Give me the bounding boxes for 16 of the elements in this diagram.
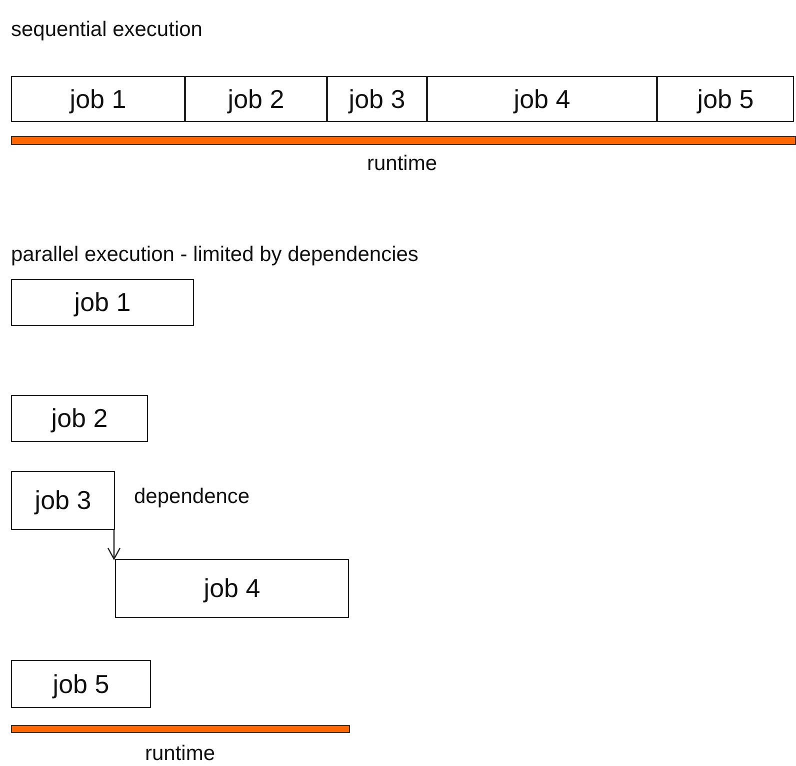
job-box: job 2 [11,395,148,442]
section-heading: parallel execution - limited by dependencies [11,243,418,267]
job-box: job 4 [427,76,657,122]
job-box: job 5 [11,660,151,708]
axis-label: runtime [144,742,216,766]
axis-label: runtime [366,152,438,176]
job-box: job 1 [11,279,194,326]
job-box: job 3 [327,76,427,122]
job-box: job 2 [185,76,327,122]
arrow [107,530,121,560]
job-box: job 3 [11,471,115,530]
job-box: job 1 [11,76,185,122]
job-box: job 4 [115,559,349,618]
section-heading: sequential execution [11,18,202,42]
edge-label: dependence [134,485,250,509]
job-box: job 5 [657,76,794,122]
